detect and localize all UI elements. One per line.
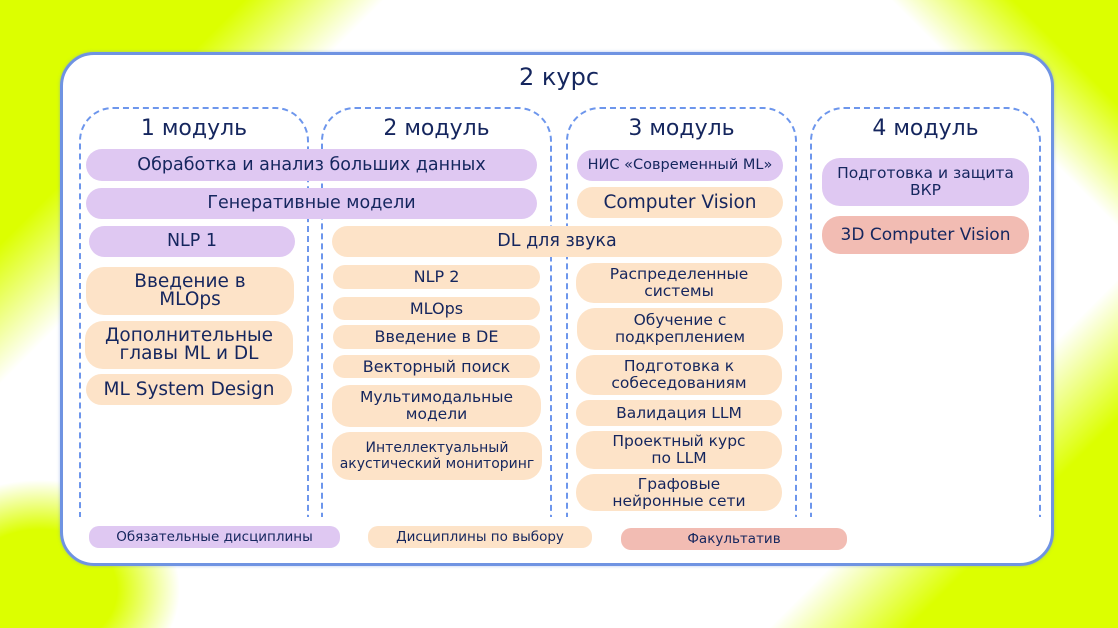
course-llm-validation: Валидация LLM (576, 400, 782, 426)
legend-elective: Дисциплины по выбору (368, 526, 592, 548)
module-1-title: 1 модуль (140, 116, 248, 141)
course-nlp-1: NLP 1 (89, 226, 295, 257)
course-llm-project: Проектный курс по LLM (576, 431, 782, 469)
module-3-column (566, 107, 797, 517)
module-1-column (79, 107, 309, 517)
course-thesis: Подготовка и защита ВКР (822, 158, 1029, 206)
course-computer-vision: Computer Vision (577, 187, 783, 218)
course-nlp-2: NLP 2 (333, 265, 540, 289)
course-reinforcement-learning: Обучение с подкреплением (577, 308, 783, 350)
legend-optional: Факультатив (621, 528, 847, 550)
course-ml-system-design: ML System Design (86, 374, 292, 405)
course-extra-ml-dl: Дополнительные главы ML и DL (85, 321, 293, 369)
course-graph-neural-networks: Графовые нейронные сети (576, 474, 782, 511)
course-de-intro: Введение в DE (333, 325, 540, 349)
course-interview-prep: Подготовка к собеседованиям (576, 355, 782, 395)
legend-required: Обязательные дисциплины (89, 526, 340, 548)
course-generative-models: Генеративные модели (86, 188, 537, 219)
course-mlops-intro: Введение в MLOps (86, 267, 294, 315)
module-2-column (321, 107, 552, 517)
module-4-title: 4 модуль (872, 116, 979, 141)
course-multimodal-models: Мультимодальные модели (332, 385, 541, 427)
course-big-data: Обработка и анализ больших данных (86, 149, 537, 181)
course-dl-sound: DL для звука (332, 226, 782, 257)
module-2-title: 2 модуль (383, 116, 490, 141)
course-vector-search: Векторный поиск (333, 355, 540, 378)
module-3-title: 3 модуль (628, 116, 735, 141)
course-title: 2 курс (518, 63, 600, 91)
course-acoustic-monitoring: Интеллектуальный акустический мониторинг (332, 432, 542, 480)
course-3d-computer-vision: 3D Computer Vision (822, 216, 1029, 254)
module-4-column (810, 107, 1041, 517)
course-nis-modern-ml: НИС «Современный ML» (577, 150, 783, 181)
course-mlops: MLOps (333, 297, 540, 320)
course-distributed-systems: Распределенные системы (576, 263, 782, 303)
